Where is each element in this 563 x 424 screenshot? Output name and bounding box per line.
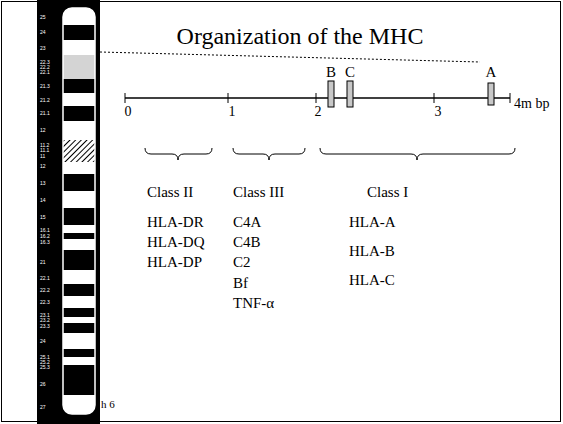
gene-name: HLA-B [349,244,395,259]
marker-label: B [326,65,336,80]
band-label: 16.1 [40,228,50,233]
band-label: 16.3 [40,240,50,245]
locus-marker [347,81,353,107]
band-light [63,93,95,106]
axis-tick [228,93,229,103]
locus-marker [488,83,494,105]
gene-name: C2 [233,255,251,270]
gene-name: HLA-C [349,273,395,288]
band-light [63,40,95,55]
band-label: 21 [40,260,46,265]
band-label: 22.2 [40,288,50,293]
gene-name: HLA-DR [147,215,204,230]
slide-title: Organization of the MHC [177,24,424,48]
axis-tick-label: 0 [125,105,132,119]
band-label: 22.1 [40,70,50,75]
band-dark [63,233,95,239]
gene-name: TNF-α [233,296,274,311]
axis-tick [510,93,511,103]
band-label: 24 [40,339,46,344]
band-dark [63,174,95,191]
band-light [63,270,95,284]
class-heading: Class I [367,185,408,200]
axis-tick-label: 2 [315,105,322,119]
band-dark [63,323,95,333]
band-dark [63,374,95,395]
band-label: 21.2 [40,98,50,103]
band-label: 23.2 [40,318,50,323]
band-label: 14 [40,198,46,203]
band-label: 21.1 [40,111,50,116]
band-light [63,191,95,208]
band-light [63,357,95,365]
band-label: 22.3 [40,300,50,305]
gene-name: HLA-DP [147,255,202,270]
band-light [63,317,95,323]
locus-marker [328,81,334,107]
zoom-leader [100,52,480,62]
centromere [63,140,95,162]
axis-tick [316,93,317,103]
band-dark [63,208,95,225]
band-light [63,395,95,414]
band-light [63,239,95,250]
gene-name: C4B [233,235,261,250]
axis-unit-label: 4m bp [514,97,549,111]
axis-tick [434,93,435,103]
band-dark [63,250,95,270]
band-dark [63,365,95,374]
ideogram-panel [37,0,100,424]
gene-name: C4A [233,215,261,230]
band-dark [63,284,95,296]
chromosome-label: h 6 [101,399,115,410]
band-light [63,8,95,25]
class-heading: Class III [233,185,284,200]
scale-axis [125,97,510,99]
mhc-highlight [63,55,95,79]
band-label: 13 [40,181,46,186]
axis-tick-label: 1 [229,105,236,119]
band-label: 23.3 [40,324,50,329]
band-label: 27 [40,405,46,410]
band-label: 12 [40,164,46,169]
axis-tick-label: 3 [435,105,442,119]
band-label: 16.2 [40,234,50,239]
region-brace [145,148,212,160]
chromosome-outline [63,8,95,414]
band-label: 26 [40,382,46,387]
band-label: 25.3 [40,365,50,370]
band-label: 11.1 [40,148,49,153]
band-light [63,225,95,233]
band-dark [63,106,95,121]
class-heading: Class II [147,185,193,200]
axis-tick [125,93,126,103]
gene-name: Bf [233,276,248,291]
chromosome-bands [63,8,95,414]
region-brace [320,148,515,160]
band-label: 12 [40,128,46,133]
band-label: 24 [40,30,46,35]
band-label: 11 [40,154,45,159]
band-light [63,121,95,140]
band-label: 15 [40,215,46,220]
gene-name: HLA-DQ [147,235,205,250]
band-light [63,162,95,174]
marker-label: C [345,65,355,80]
band-light [63,333,95,349]
band-light [63,296,95,308]
band-label: 23 [40,46,46,51]
band-dark [63,349,95,357]
band-dark [63,79,95,93]
region-brace [233,148,305,160]
band-label: 22.1 [40,276,50,281]
band-dark [63,308,95,317]
marker-label: A [486,65,497,80]
band-label: 25 [40,15,46,20]
gene-name: HLA-A [349,215,396,230]
band-dark [63,25,95,40]
band-label: 21.3 [40,84,50,89]
